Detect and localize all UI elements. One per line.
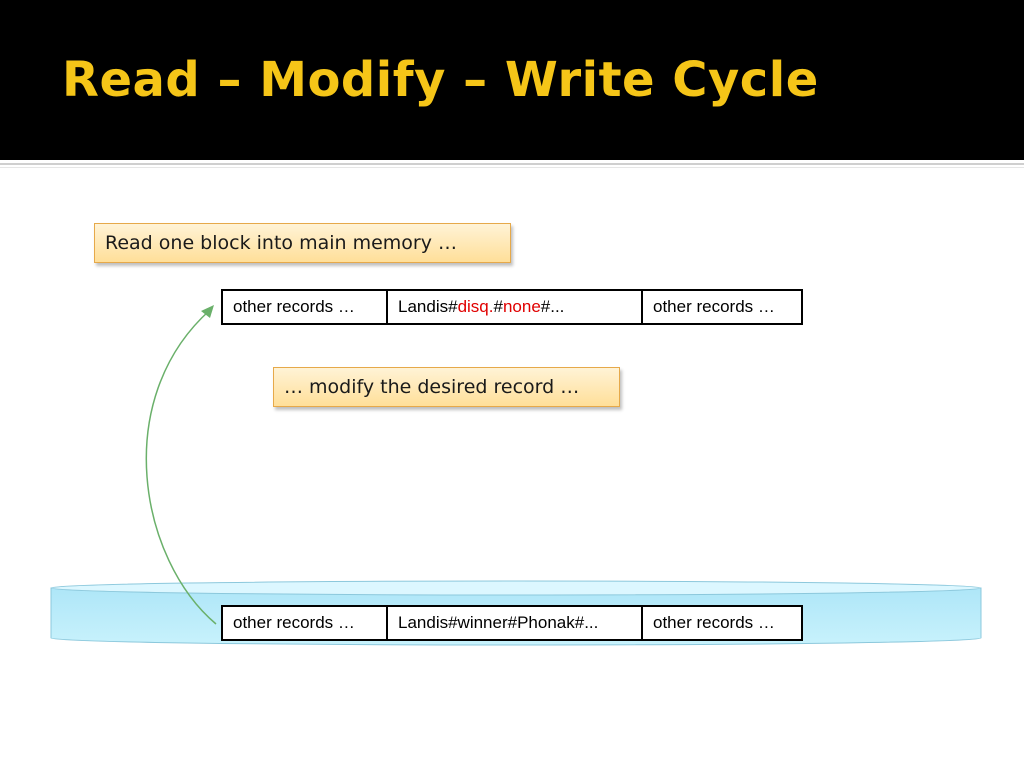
disk-block: other records … Landis#winner#Phonak#...… [221,605,803,641]
memory-modified-record: Landis#disq.#none#... [386,291,641,323]
memory-other-records-right: other records … [641,291,801,323]
record-suffix: #... [540,297,565,316]
memory-block: other records … Landis#disq.#none#... ot… [221,289,803,325]
disk-other-records-left: other records … [233,613,355,632]
record-field-none: none [502,297,541,316]
memory-other-records-left: other records … [233,297,355,316]
modify-callout: … modify the desired record … [273,367,620,407]
record-prefix: Landis# [398,297,458,316]
record-field-disq: disq. [457,297,494,316]
title-bar: Read – Modify – Write Cycle [0,0,1024,160]
disk-other-records-right: other records … [641,607,801,639]
read-callout: Read one block into main memory … [94,223,511,263]
slide-title: Read – Modify – Write Cycle [62,52,819,108]
disk-original-record: Landis#winner#Phonak#... [386,607,641,639]
read-arrow-head [201,305,214,318]
record-separator: # [493,297,503,316]
divider-line [0,163,1024,165]
divider-line-secondary [0,167,1024,168]
read-arrow-curve [145,309,217,625]
